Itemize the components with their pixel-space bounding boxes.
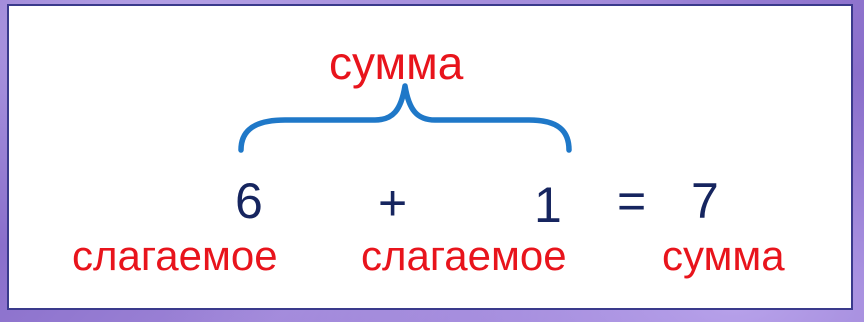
- addend-1-label: слагаемое: [72, 232, 278, 279]
- sum-label-top: сумма: [329, 37, 464, 89]
- diagram-panel: сумма 6 + 1 = 7 слагаемое слагаемое сумм…: [7, 4, 853, 310]
- curly-brace: [238, 83, 572, 153]
- sum-label-bottom: сумма: [662, 232, 785, 279]
- addend-1: 6: [235, 173, 263, 229]
- addend-2-label: слагаемое: [361, 232, 567, 279]
- plus-sign: +: [378, 175, 408, 231]
- addend-2: 1: [534, 177, 562, 233]
- sum-result: 7: [691, 173, 719, 229]
- equals-sign: =: [617, 173, 647, 229]
